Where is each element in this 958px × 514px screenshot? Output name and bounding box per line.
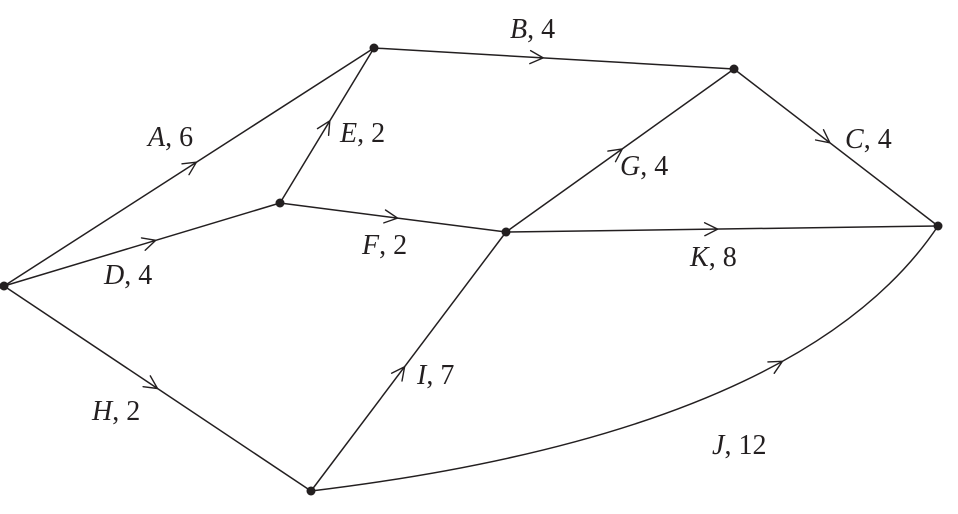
event-node — [729, 64, 739, 74]
arrowhead-k — [703, 222, 719, 237]
edge-activity-g — [505, 68, 735, 233]
event-node — [501, 227, 511, 237]
arrowhead-b — [529, 49, 544, 65]
edge-activity-a — [3, 47, 375, 287]
arrowhead-d — [140, 237, 157, 251]
arrowhead-h — [142, 375, 159, 390]
arrowhead-e — [316, 120, 331, 136]
arrowhead-g — [607, 148, 623, 163]
arrowhead-f — [383, 209, 399, 224]
edge-activity-k — [505, 225, 939, 233]
edge-activity-c — [733, 68, 939, 227]
event-node — [275, 198, 285, 208]
label-activity-a: A, 6 — [148, 122, 194, 153]
edge-activity-f — [279, 202, 507, 233]
label-activity-f: F, 2 — [362, 230, 408, 261]
label-activity-e: E, 2 — [340, 118, 386, 149]
edge-activity-i — [310, 231, 507, 492]
arrowhead-i — [390, 366, 406, 382]
event-node — [933, 221, 943, 231]
label-activity-i: I, 7 — [417, 360, 455, 391]
label-activity-k: K, 8 — [690, 242, 737, 273]
label-activity-d: D, 4 — [104, 260, 153, 291]
event-node — [306, 486, 316, 496]
arrowhead-j — [767, 360, 784, 374]
edge-activity-b — [373, 47, 735, 70]
label-activity-b: B, 4 — [510, 14, 556, 45]
label-activity-g: G, 4 — [620, 151, 669, 182]
event-node — [0, 281, 9, 291]
edge-activity-d — [3, 202, 281, 287]
event-node — [369, 43, 379, 53]
arrowhead-a — [181, 161, 198, 176]
edge-activity-j — [310, 225, 939, 492]
arrowhead-c — [814, 129, 831, 144]
label-activity-h: H, 2 — [92, 396, 141, 427]
label-activity-j: J, 12 — [712, 430, 767, 461]
edge-activity-e — [279, 47, 375, 204]
label-activity-c: C, 4 — [845, 124, 892, 155]
